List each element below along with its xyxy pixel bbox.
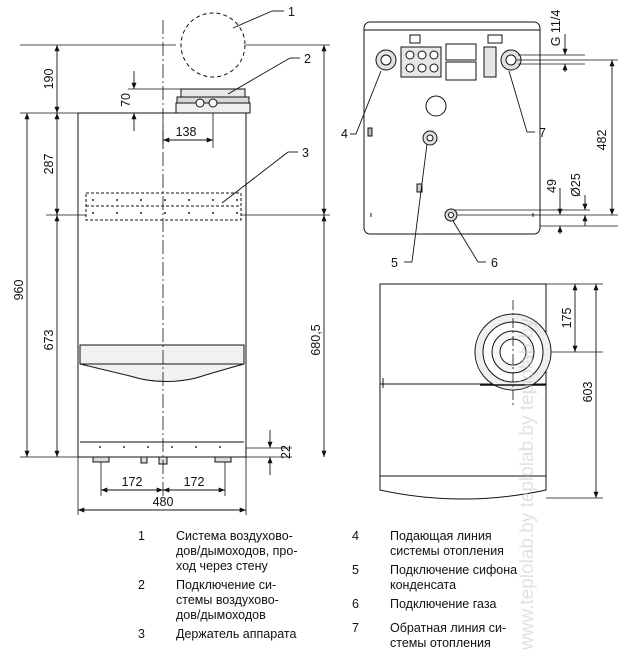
legend-text: Подключение си- стемы воздухово- дов/дым… [176, 578, 279, 622]
legend-text: Система воздухово- дов/дымоходов, про- х… [176, 529, 298, 573]
legend-num: 7 [352, 621, 359, 635]
dim-thread: G 11/4 [549, 10, 563, 47]
dim-172-right: 172 [184, 475, 205, 489]
side-view-labels: 175 603 [560, 308, 595, 403]
connection-view [350, 21, 618, 263]
dim-25: Ø25 [569, 173, 583, 197]
dim-138: 138 [176, 125, 197, 139]
front-view-labels: 1 2 3 190 70 287 960 673 680,5 138 22 17… [12, 5, 323, 509]
callout-3: 3 [302, 146, 309, 160]
front-view [20, 10, 330, 515]
legend-num: 2 [138, 578, 145, 592]
legend-item-4: 4 Подающая линия системы отопления [352, 529, 532, 560]
legend-item-6: 6 Подключение газа [352, 597, 532, 613]
dim-673: 673 [42, 330, 56, 351]
side-view [379, 283, 603, 500]
callout-1: 1 [288, 5, 295, 19]
dim-287: 287 [42, 154, 56, 175]
callout-5: 5 [391, 256, 398, 270]
legend-num: 4 [352, 529, 359, 543]
legend-item-2: 2 Подключение си- стемы воздухово- дов/д… [138, 578, 328, 624]
legend-text: Подключение газа [390, 597, 497, 611]
legend-num: 5 [352, 563, 359, 577]
callout-6: 6 [491, 256, 498, 270]
air-duct-circle [180, 12, 246, 78]
legend-text: Держатель аппарата [176, 627, 297, 641]
dim-70: 70 [119, 93, 133, 107]
dim-22: 22 [279, 445, 293, 459]
dim-190: 190 [42, 69, 56, 90]
legend-text: Подающая линия системы отопления [390, 529, 504, 558]
legend-num: 3 [138, 627, 145, 641]
dim-175: 175 [560, 308, 574, 329]
connection-view-labels: 4 7 5 6 G 11/4 482 Ø25 49 [341, 10, 609, 270]
dim-482: 482 [595, 130, 609, 151]
legend-num: 1 [138, 529, 145, 543]
legend-item-7: 7 Обратная линия си- стемы отопления [352, 621, 532, 652]
legend-item-1: 1 Система воздухово- дов/дымоходов, про-… [138, 529, 328, 575]
dim-680-5: 680,5 [309, 324, 323, 355]
callout-4: 4 [341, 127, 348, 141]
legend-item-3: 3 Держатель аппарата [138, 627, 328, 643]
dim-603: 603 [581, 382, 595, 403]
dim-49: 49 [545, 179, 559, 193]
callout-7: 7 [539, 126, 546, 140]
legend-text: Подключение сифона конденсата [390, 563, 518, 592]
callout-2: 2 [304, 52, 311, 66]
dim-480: 480 [153, 495, 174, 509]
boiler-body [77, 112, 247, 458]
legend-text: Обратная линия си- стемы отопления [390, 621, 507, 650]
dim-960: 960 [12, 280, 26, 301]
legend-num: 6 [352, 597, 359, 611]
legend-item-5: 5 Подключение сифона конденсата [352, 563, 532, 594]
dim-172-left: 172 [122, 475, 143, 489]
